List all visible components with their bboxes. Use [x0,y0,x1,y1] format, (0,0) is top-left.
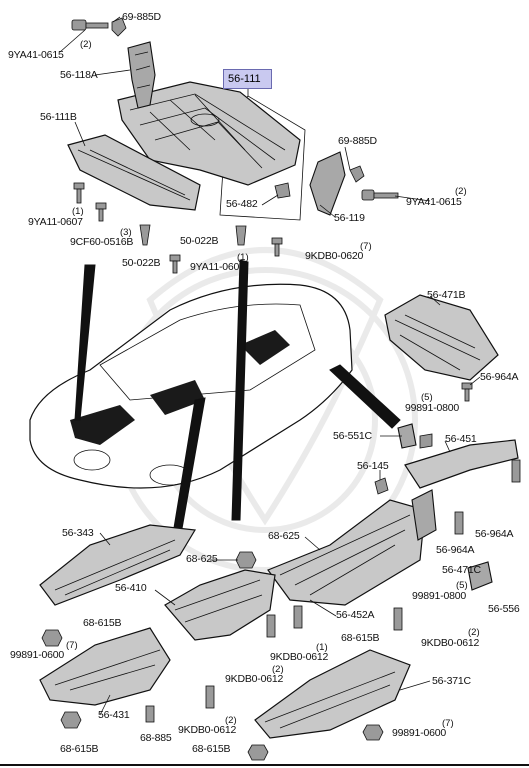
fastener-68-885[interactable] [145,705,155,723]
bar-56-451[interactable] [404,439,519,489]
vehicle-outline [29,283,353,489]
undercover-56-111[interactable] [117,81,306,221]
label-68-615B-bot[interactable]: 68-615B [192,743,231,755]
label-56-482[interactable]: 56-482 [226,198,258,210]
qty-top-2: (2) [80,39,92,50]
insulator-56-410[interactable] [164,569,276,641]
label-68-615B-left[interactable]: 68-615B [83,617,122,629]
qty-top-7: (7) [360,241,372,252]
nut-68-615B-left[interactable] [41,629,63,647]
qty-right-2: (2) [455,186,467,197]
label-56-343[interactable]: 56-343 [62,527,94,539]
label-56-452A[interactable]: 56-452A [336,609,375,621]
label-56-111B[interactable]: 56-111B [40,111,77,123]
label-9YA11-0607-mid[interactable]: 9YA11-0607 [190,261,245,273]
qty-left-1: (1) [72,206,84,217]
bracket-56-119[interactable] [309,151,346,216]
label-56-119[interactable]: 56-119 [334,212,365,224]
bolts-lower[interactable] [60,605,403,761]
bracket-56-118A[interactable] [127,41,156,109]
nut-68-625[interactable] [235,551,257,569]
label-9YA41-0615-right[interactable]: 9YA41-0615 [406,196,462,208]
undercover-56-371C[interactable] [254,649,411,739]
label-69-885D-top[interactable]: 69-885D [122,11,161,23]
bottom-rule [0,764,529,766]
bracket-56-471C[interactable] [411,489,437,541]
label-9KDB0-0612-d[interactable]: 9KDB0-0612 [178,724,237,736]
label-9CF60-0516B[interactable]: 9CF60-0516B [70,236,134,248]
tunnel-cover-56-452A[interactable] [267,499,426,606]
label-99891-0800-top[interactable]: 99891-0800 [405,402,460,414]
highlighted-part-label-box[interactable]: 56-111 [223,69,272,89]
label-68-625-mid[interactable]: 68-625 [268,530,300,542]
qty-b-1: (1) [316,642,328,653]
clip-69-885D-top[interactable] [111,17,127,37]
bracket-56-551C[interactable] [397,423,433,449]
undercover-56-431[interactable] [39,627,171,706]
label-56-410[interactable]: 56-410 [115,582,147,594]
label-68-625-left[interactable]: 68-625 [186,553,218,565]
panel-56-111B[interactable] [67,134,201,211]
qty-c-2: (2) [468,627,480,638]
side-cover-56-343[interactable] [39,524,196,606]
qty-a-2: (2) [272,664,284,675]
label-56-471B[interactable]: 56-471B [427,289,466,301]
label-9YA11-0607-left[interactable]: 9YA11-0607 [28,216,83,228]
label-9KDB0-0620[interactable]: 9KDB0-0620 [305,250,364,262]
label-56-556[interactable]: 56-556 [488,603,520,615]
label-68-885[interactable]: 68-885 [140,732,172,744]
label-9KDB0-0612-a[interactable]: 9KDB0-0612 [225,673,284,685]
heat-shield-56-471B[interactable] [384,294,499,381]
label-56-118A[interactable]: 56-118A [60,69,98,81]
label-56-471C[interactable]: 56-471C [442,564,481,576]
qty-d-2: (2) [225,715,237,726]
label-56-371C[interactable]: 56-371C [432,675,471,687]
bolt-9YA41-0615-right[interactable] [349,165,399,201]
leader-lines [59,16,481,716]
label-69-885D-right[interactable]: 69-885D [338,135,377,147]
qty-left-7: (7) [66,640,78,651]
label-99891-0800-bot[interactable]: 99891-0800 [412,590,467,602]
label-56-451[interactable]: 56-451 [445,433,477,445]
label-56-964A-mid[interactable]: 56-964A [436,544,475,556]
label-99891-0600-left[interactable]: 99891-0600 [10,649,65,661]
clip-56-482[interactable] [274,182,291,199]
label-50-022B-mid[interactable]: 50-022B [180,235,219,247]
qty-left-3: (3) [120,227,132,238]
qty-top-5: (5) [421,392,433,403]
qty-mid-1: (1) [237,252,249,263]
pointer-wedges [74,259,401,541]
bracket-56-556[interactable] [467,561,493,591]
label-50-022B-left[interactable]: 50-022B [122,257,161,269]
label-56-964A-top[interactable]: 56-964A [480,371,519,383]
fasteners-right[interactable] [454,459,521,535]
label-56-431[interactable]: 56-431 [98,709,130,721]
label-56-964A-right[interactable]: 56-964A [475,528,514,540]
label-68-615B-mid[interactable]: 68-615B [341,632,380,644]
label-56-551C[interactable]: 56-551C [333,430,372,442]
label-9YA41-0615-top[interactable]: 9YA41-0615 [8,49,64,61]
qty-bot-7: (7) [442,718,454,729]
fasteners-left-stack[interactable] [73,182,283,274]
label-9KDB0-0612-c[interactable]: 9KDB0-0612 [421,637,480,649]
label-9KDB0-0612-b[interactable]: 9KDB0-0612 [270,651,329,663]
label-56-111: 56-111 [228,73,261,85]
bolt-9YA41-0615-top[interactable] [71,19,109,31]
label-56-145[interactable]: 56-145 [357,460,389,472]
label-68-615B-bot-left[interactable]: 68-615B [60,743,99,755]
clip-56-145[interactable] [374,477,389,495]
fastener-99891-0800-top[interactable] [461,382,473,402]
qty-bot-5: (5) [456,580,468,591]
label-99891-0600-bot[interactable]: 99891-0600 [392,727,447,739]
